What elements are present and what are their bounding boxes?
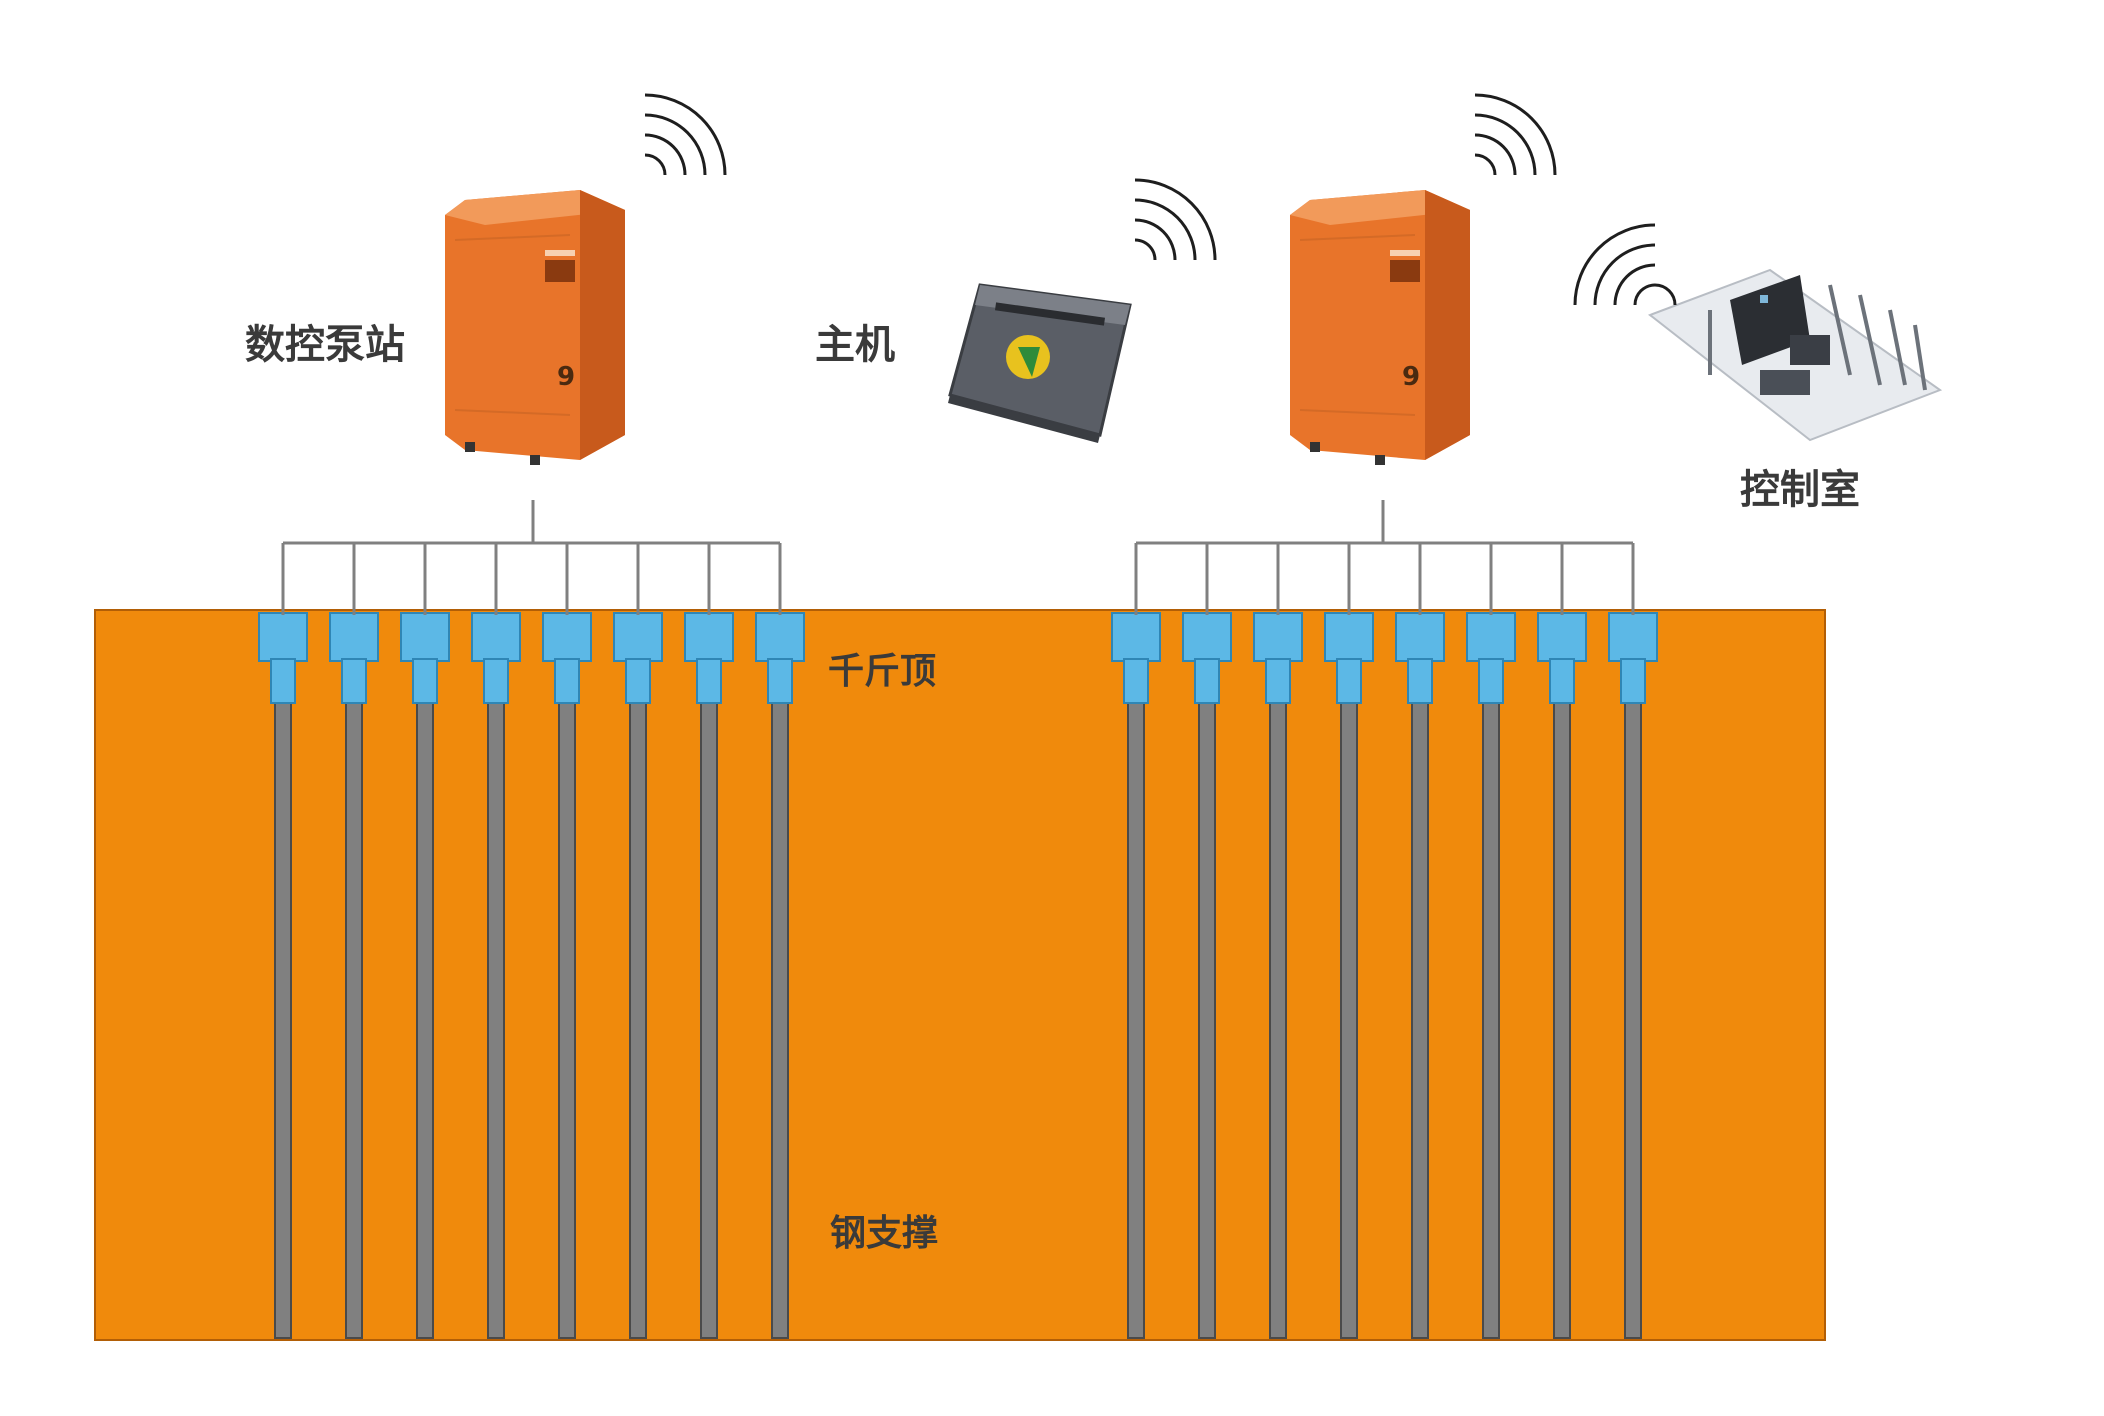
- jack-stem: [1336, 658, 1362, 704]
- jack-stem: [625, 658, 651, 704]
- steel-strut: [1624, 699, 1642, 1339]
- jack-stem: [696, 658, 722, 704]
- jack: [329, 612, 379, 662]
- jack: [1608, 612, 1658, 662]
- wifi-signal-icon-pump-2: [1474, 93, 1557, 176]
- jack: [613, 612, 663, 662]
- jack-stem: [341, 658, 367, 704]
- jack-label: 千斤顶: [828, 651, 936, 692]
- wifi-signal-icon-control-room: [1573, 223, 1677, 306]
- jack-stem: [1194, 658, 1220, 704]
- steel-strut: [771, 699, 789, 1339]
- jack: [684, 612, 734, 662]
- steel-strut: [416, 699, 434, 1339]
- steel-strut: [1553, 699, 1571, 1339]
- steel-support-label: 钢支撑: [830, 1213, 938, 1254]
- control-room: [1647, 268, 1943, 442]
- jack-stem: [1265, 658, 1291, 704]
- steel-struts: [274, 699, 1642, 1339]
- steel-strut: [1340, 699, 1358, 1339]
- pit-area: [94, 609, 1826, 1341]
- jack: [1395, 612, 1445, 662]
- jack: [471, 612, 521, 662]
- jack: [1111, 612, 1161, 662]
- steel-strut: [1482, 699, 1500, 1339]
- steel-strut: [1411, 699, 1429, 1339]
- pump-station-1: 9: [445, 190, 625, 465]
- steel-strut: [1127, 699, 1145, 1339]
- jack-stem: [1407, 658, 1433, 704]
- steel-strut: [487, 699, 505, 1339]
- steel-strut: [629, 699, 647, 1339]
- wifi-signal-icon-pump-1: [644, 93, 727, 176]
- steel-strut: [1269, 699, 1287, 1339]
- jack-stem: [412, 658, 438, 704]
- control-room-label: 控制室: [1740, 467, 1860, 513]
- jack: [400, 612, 450, 662]
- pump-station-2: 9: [1290, 190, 1470, 465]
- svg-text:9: 9: [557, 362, 575, 392]
- steel-strut: [558, 699, 576, 1339]
- jack: [1466, 612, 1516, 662]
- steel-strut: [700, 699, 718, 1339]
- jack: [1253, 612, 1303, 662]
- jack-stem: [1123, 658, 1149, 704]
- jack: [1324, 612, 1374, 662]
- steel-strut: [1198, 699, 1216, 1339]
- host-label: 主机: [815, 322, 895, 368]
- jack-stem: [1549, 658, 1575, 704]
- jack-stem: [483, 658, 509, 704]
- pump-station-label: 数控泵站: [245, 322, 405, 368]
- jack: [755, 612, 805, 662]
- jack: [1182, 612, 1232, 662]
- jack-stem: [270, 658, 296, 704]
- steel-strut: [345, 699, 363, 1339]
- steel-strut: [274, 699, 292, 1339]
- jack: [1537, 612, 1587, 662]
- jacks: [258, 612, 1658, 704]
- jack: [258, 612, 308, 662]
- jack: [542, 612, 592, 662]
- host-device: [948, 283, 1132, 443]
- jack-stem: [767, 658, 793, 704]
- hydraulic-lines: [281, 500, 1635, 615]
- svg-text:9: 9: [1402, 362, 1420, 392]
- jack-stem: [1620, 658, 1646, 704]
- wifi-signal-icon-host: [1134, 178, 1217, 261]
- jack-stem: [1478, 658, 1504, 704]
- jack-stem: [554, 658, 580, 704]
